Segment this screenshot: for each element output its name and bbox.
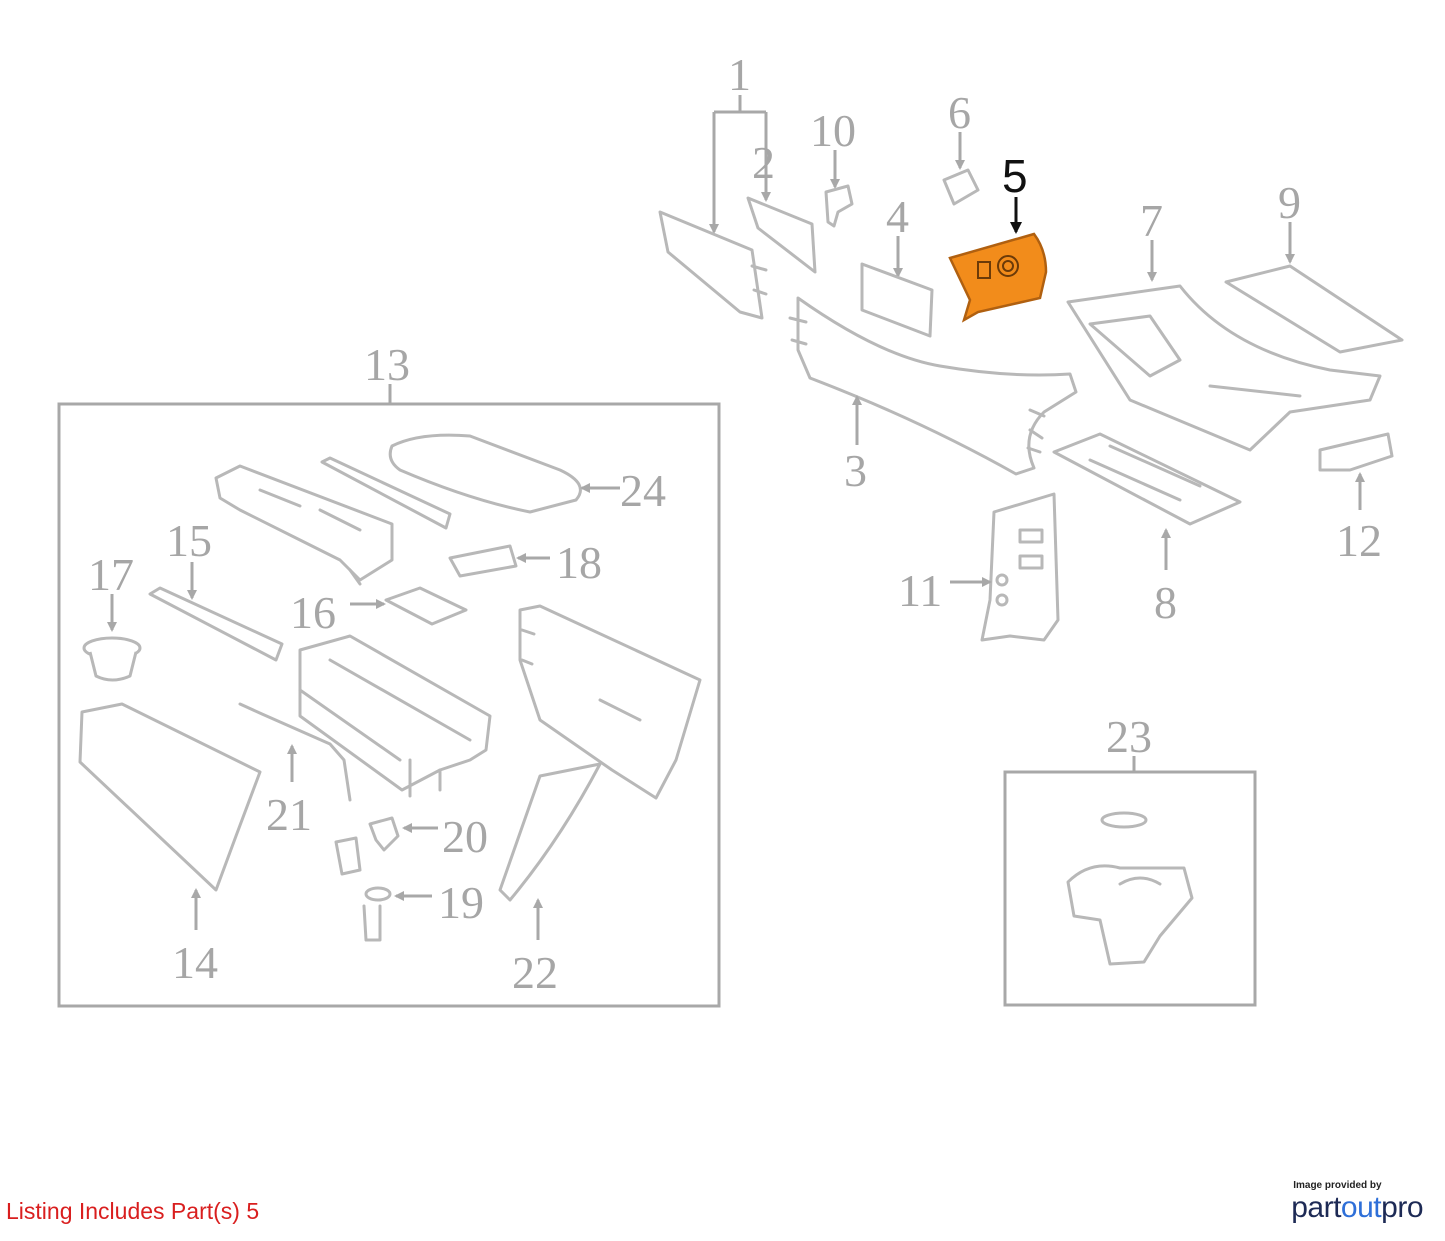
callout-15: 15 bbox=[166, 515, 212, 566]
callout-13: 13 bbox=[364, 339, 410, 390]
callout-2: 2 bbox=[752, 137, 775, 188]
right-side-panel bbox=[518, 604, 702, 800]
callout-21: 21 bbox=[266, 789, 312, 840]
group-23-box bbox=[1003, 756, 1257, 1007]
callout-6: 6 bbox=[948, 87, 971, 138]
part-10-clip bbox=[824, 150, 854, 228]
part-24-lid bbox=[388, 433, 620, 514]
part-1-leader bbox=[709, 95, 771, 234]
upper-trim-strip bbox=[320, 456, 452, 530]
part-16-insert bbox=[350, 586, 468, 626]
brand-part: part bbox=[1291, 1191, 1341, 1224]
callout-7: 7 bbox=[1140, 195, 1163, 246]
callout-5: 5 bbox=[1002, 150, 1028, 202]
part-14-panel bbox=[78, 702, 262, 930]
part-8-bracket bbox=[1052, 432, 1242, 570]
console-frame bbox=[214, 464, 394, 586]
part-5-highlighted bbox=[948, 197, 1048, 323]
part-17-cupholder bbox=[82, 594, 142, 682]
callout-12: 12 bbox=[1336, 515, 1382, 566]
brand-out: out bbox=[1340, 1191, 1382, 1224]
credit-caption: Image provided by bbox=[1293, 1180, 1382, 1191]
partoutpro-logo: partoutpro bbox=[1291, 1191, 1423, 1224]
callout-24: 24 bbox=[620, 465, 666, 516]
callout-20: 20 bbox=[442, 811, 488, 862]
part-6-clip bbox=[942, 132, 980, 206]
listing-note: Listing Includes Part(s) 5 bbox=[6, 1198, 260, 1224]
part-4-panel bbox=[860, 236, 934, 338]
callout-1: 1 bbox=[728, 49, 751, 100]
part-9-mat bbox=[1224, 222, 1404, 354]
part-12-clip bbox=[1318, 432, 1394, 510]
callout-14: 14 bbox=[172, 937, 218, 988]
callout-16: 16 bbox=[290, 587, 336, 638]
part-22-trim bbox=[498, 762, 602, 940]
callout-22: 22 bbox=[512, 947, 558, 998]
callout-9: 9 bbox=[1278, 177, 1301, 228]
callout-8: 8 bbox=[1154, 577, 1177, 628]
brand-pro: pro bbox=[1381, 1191, 1423, 1224]
part-2-panel bbox=[746, 196, 817, 274]
callout-10: 10 bbox=[810, 105, 856, 156]
callout-18: 18 bbox=[556, 537, 602, 588]
callout-17: 17 bbox=[88, 549, 134, 600]
part-21-rod bbox=[238, 702, 352, 802]
callout-labels: 1 2 3 4 5 6 7 8 9 10 11 12 13 14 15 16 1… bbox=[88, 49, 1382, 998]
console-box-body bbox=[298, 634, 492, 798]
part-19-fastener bbox=[362, 886, 432, 942]
callout-3: 3 bbox=[844, 445, 867, 496]
part-3-panel bbox=[788, 296, 1078, 476]
part-15-strip bbox=[148, 562, 284, 662]
part-18-trim bbox=[448, 544, 550, 578]
part-20-clip bbox=[334, 816, 438, 876]
part-7-tray bbox=[1066, 240, 1382, 452]
callout-19: 19 bbox=[438, 877, 484, 928]
group-13-box bbox=[57, 384, 721, 1008]
part-11-bracket bbox=[950, 492, 1060, 642]
image-credit: Image provided by partoutpro bbox=[1291, 1180, 1423, 1225]
callout-4: 4 bbox=[886, 191, 909, 242]
part-1-panel bbox=[658, 210, 764, 320]
callout-23: 23 bbox=[1106, 711, 1152, 762]
callout-11: 11 bbox=[898, 565, 942, 616]
